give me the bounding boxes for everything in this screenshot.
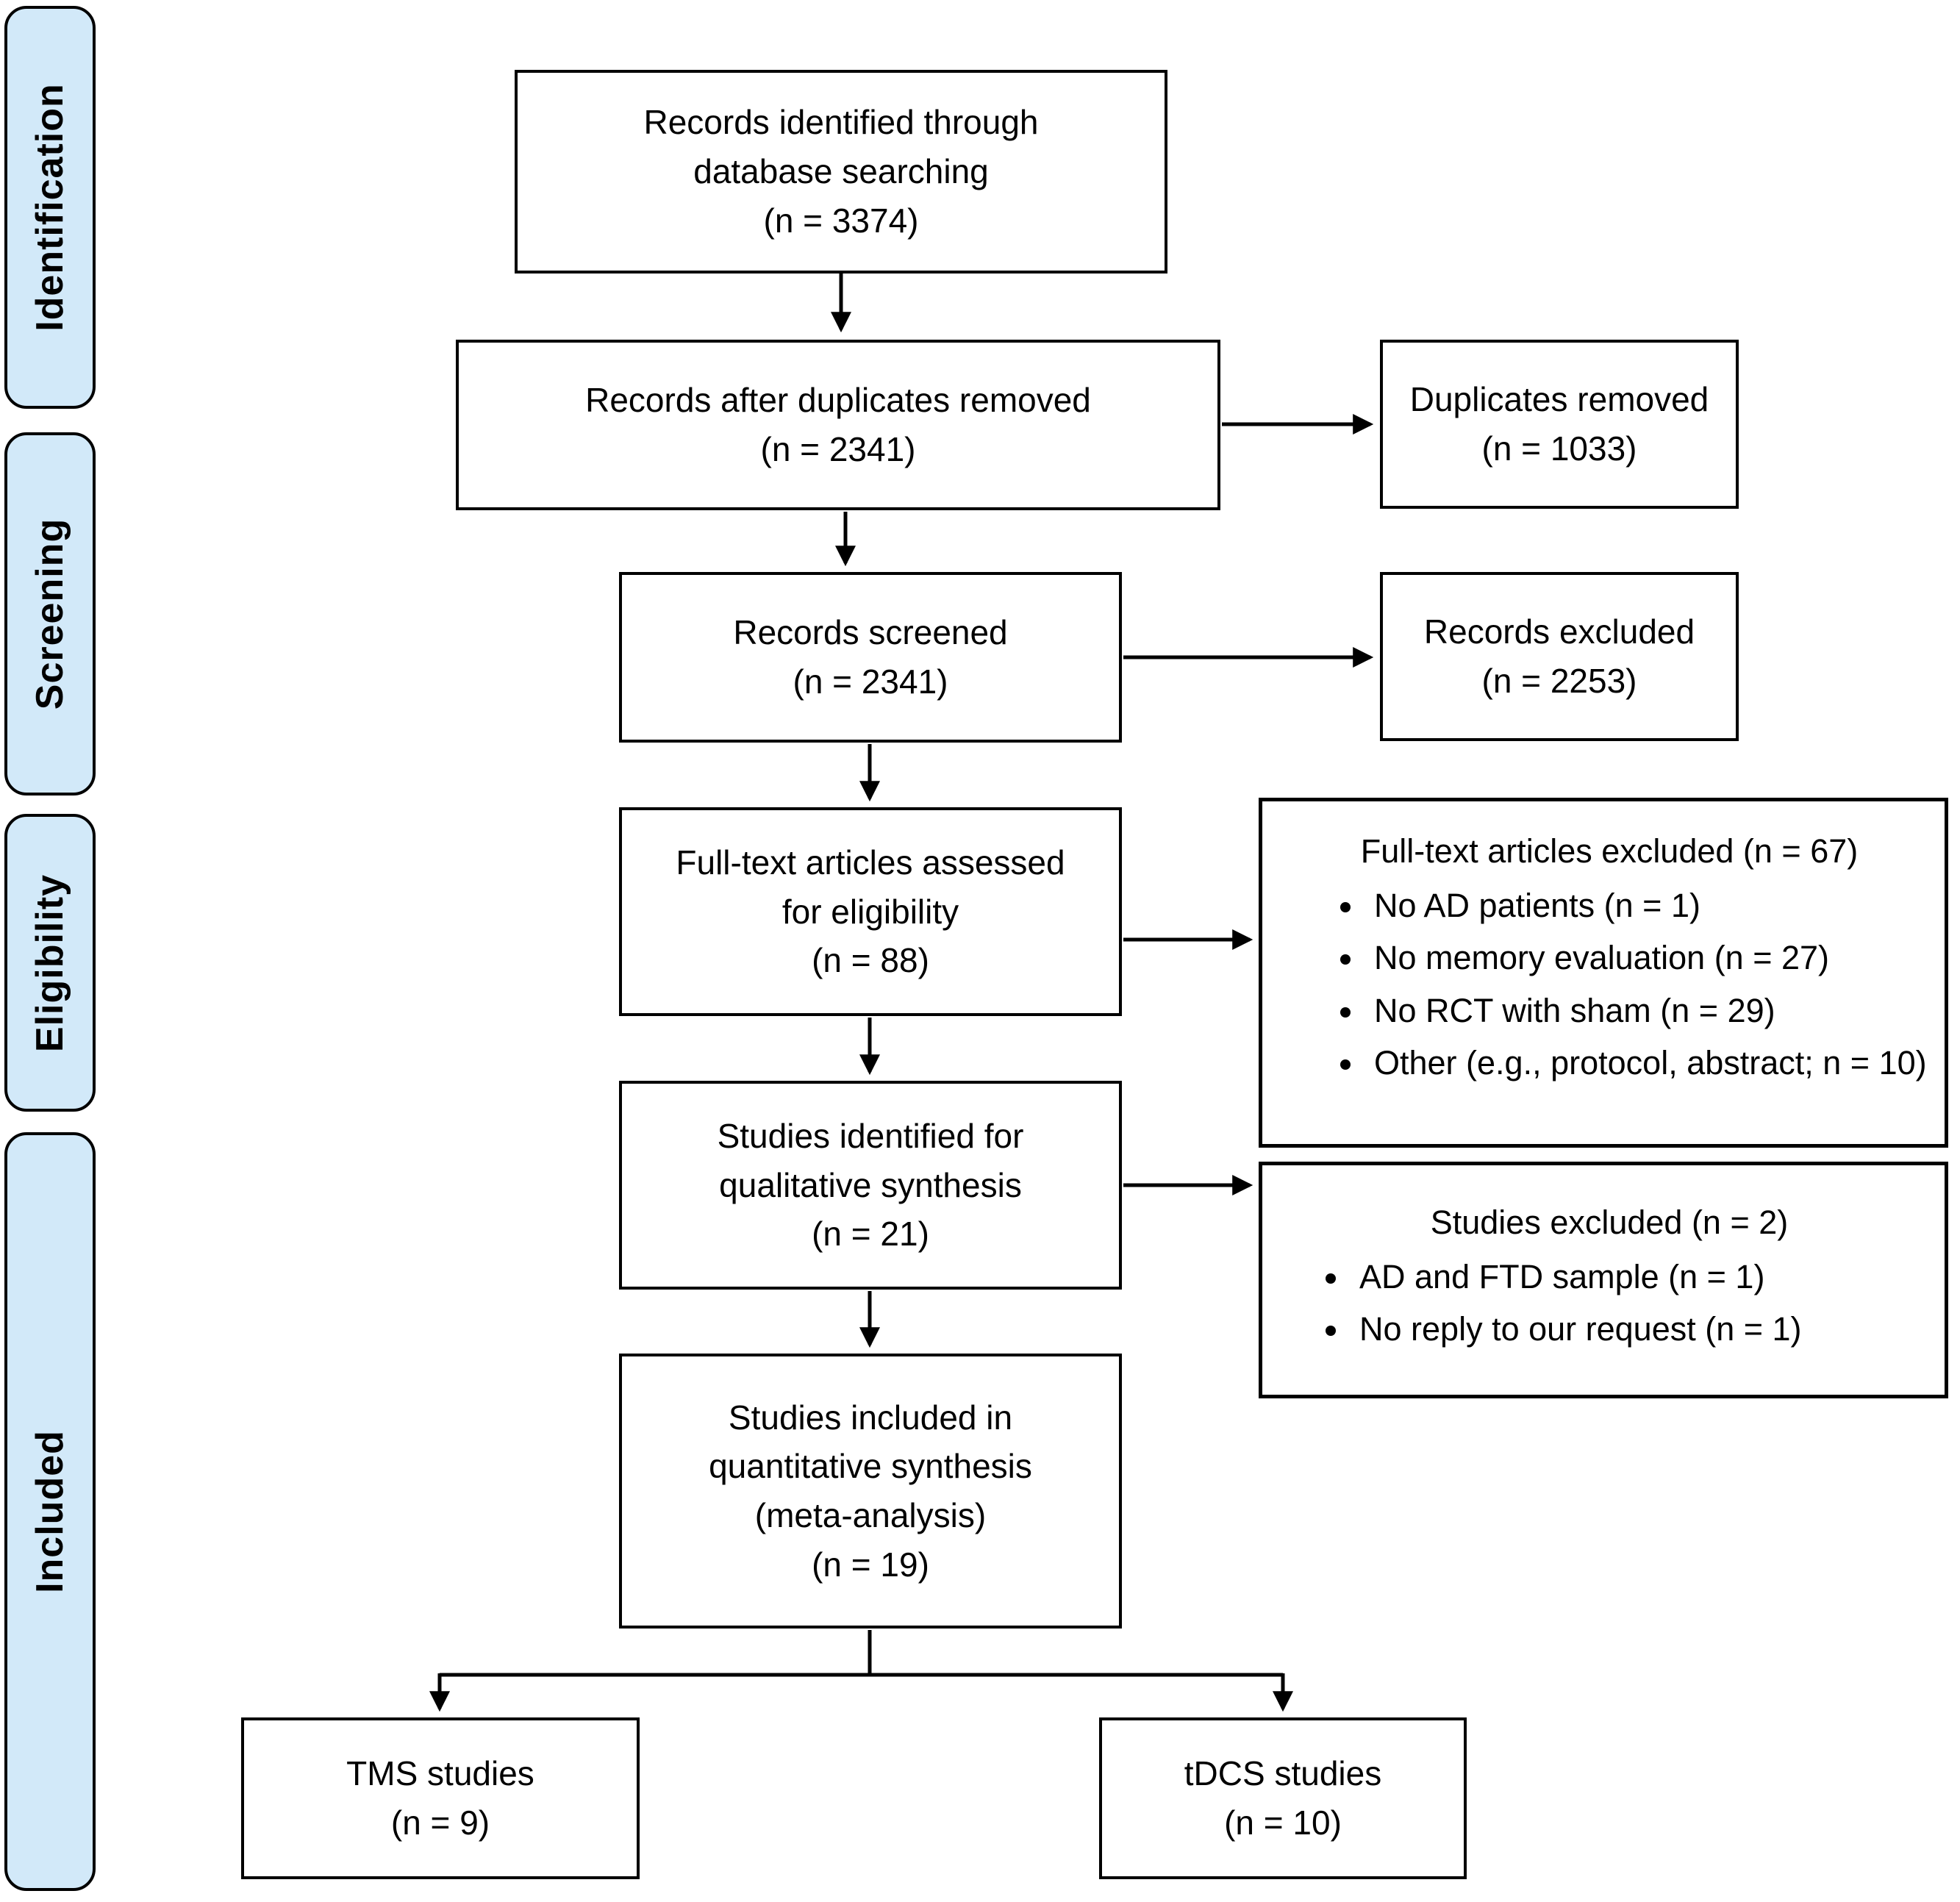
box-line: (n = 21) — [812, 1215, 929, 1254]
box-line: quantitative synthesis — [709, 1447, 1032, 1486]
exclusion-item: AD and FTD sample (n = 1) — [1351, 1252, 1927, 1302]
box-line: Records screened — [733, 613, 1008, 652]
stage-screening: Screening — [4, 432, 96, 796]
stage-identification-label: Identification — [29, 83, 71, 332]
box-line: (n = 2341) — [793, 662, 948, 701]
box-studies-excluded: Studies excluded (n = 2) AD and FTD samp… — [1259, 1162, 1948, 1398]
exclusion-title: Full-text articles excluded (n = 67) — [1360, 832, 1859, 870]
box-line: Studies included in — [728, 1398, 1013, 1437]
box-records-screened: Records screened (n = 2341) — [619, 572, 1122, 743]
box-line: qualitative synthesis — [719, 1165, 1022, 1204]
box-line: TMS studies — [346, 1754, 534, 1793]
box-line: for eligibility — [782, 892, 959, 931]
stage-included-label: Included — [29, 1430, 71, 1593]
stage-included: Included — [4, 1132, 96, 1891]
stage-eligibility: Eligibility — [4, 814, 96, 1112]
exclusion-title: Studies excluded (n = 2) — [1430, 1204, 1789, 1241]
box-line: (n = 2253) — [1481, 662, 1637, 700]
box-line: (meta-analysis) — [754, 1496, 987, 1534]
box-records-excluded: Records excluded (n = 2253) — [1380, 572, 1739, 741]
box-line: (n = 2341) — [760, 430, 916, 468]
exclusion-list: AD and FTD sample (n = 1) No reply to ou… — [1292, 1252, 1927, 1354]
box-fulltext-assessed: Full-text articles assessed for eligibil… — [619, 807, 1122, 1016]
box-duplicates-removed: Duplicates removed (n = 1033) — [1380, 340, 1739, 509]
box-fulltext-excluded: Full-text articles excluded (n = 67) No … — [1259, 798, 1948, 1148]
exclusion-item: No AD patients (n = 1) — [1365, 881, 1927, 931]
exclusion-item: Other (e.g., protocol, abstract; n = 10) — [1365, 1038, 1927, 1088]
box-records-after-duplicates: Records after duplicates removed (n = 23… — [456, 340, 1220, 510]
box-line: Records excluded — [1423, 612, 1695, 651]
box-qualitative-synthesis: Studies identified for qualitative synth… — [619, 1081, 1122, 1290]
box-line: tDCS studies — [1184, 1754, 1382, 1793]
box-line: Records identified through — [643, 103, 1039, 142]
box-line: database searching — [693, 152, 989, 191]
box-line: (n = 10) — [1224, 1803, 1342, 1842]
box-line: (n = 3374) — [763, 201, 919, 240]
box-line: Studies identified for — [717, 1116, 1024, 1155]
box-line: (n = 9) — [390, 1803, 490, 1842]
box-line: Duplicates removed — [1409, 380, 1709, 419]
exclusion-list: No AD patients (n = 1) No memory evaluat… — [1292, 881, 1927, 1088]
exclusion-item: No reply to our request (n = 1) — [1351, 1304, 1927, 1354]
box-quantitative-synthesis: Studies included in quantitative synthes… — [619, 1354, 1122, 1629]
box-tms-studies: TMS studies (n = 9) — [241, 1717, 640, 1879]
box-line: Records after duplicates removed — [585, 381, 1091, 420]
stage-identification: Identification — [4, 6, 96, 409]
box-line: (n = 88) — [812, 941, 929, 980]
stage-eligibility-label: Eligibility — [29, 873, 71, 1052]
exclusion-item: No memory evaluation (n = 27) — [1365, 933, 1927, 983]
box-line: Full-text articles assessed — [676, 843, 1065, 882]
box-tdcs-studies: tDCS studies (n = 10) — [1099, 1717, 1467, 1879]
stage-screening-label: Screening — [29, 518, 71, 710]
exclusion-item: No RCT with sham (n = 29) — [1365, 986, 1927, 1036]
box-records-identified: Records identified through database sear… — [515, 70, 1167, 273]
box-line: (n = 1033) — [1481, 429, 1637, 468]
box-line: (n = 19) — [812, 1545, 929, 1584]
